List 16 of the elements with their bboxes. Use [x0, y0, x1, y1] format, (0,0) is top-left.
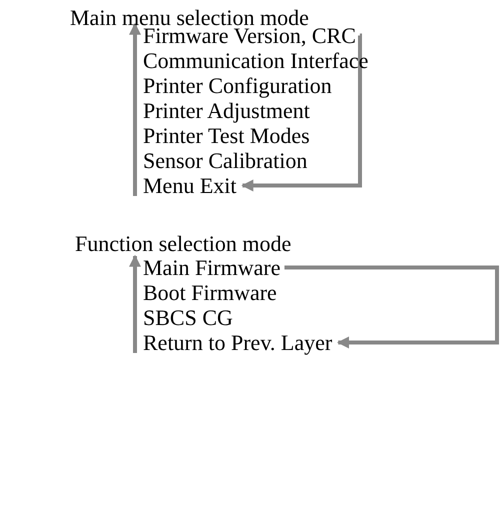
mode-heading: Function selection mode	[75, 231, 292, 256]
menu-item: Return to Prev. Layer	[143, 330, 332, 355]
arrow	[129, 254, 141, 353]
menu-item: Boot Firmware	[143, 280, 277, 305]
menu-item: Printer Configuration	[143, 73, 332, 98]
menu-item: Sensor Calibration	[143, 148, 308, 173]
arrow	[284, 266, 499, 348]
menu-item: Menu Exit	[143, 173, 236, 198]
menu-item: Communication Interface	[143, 48, 368, 73]
menu-item: Printer Test Modes	[143, 123, 310, 148]
mode-heading: Main menu selection mode	[70, 5, 309, 30]
menu-item: SBCS CG	[143, 305, 233, 330]
menu-item: Printer Adjustment	[143, 98, 310, 123]
arrow	[129, 22, 141, 196]
arrow	[241, 34, 362, 192]
menu-item: Main Firmware	[143, 255, 280, 280]
